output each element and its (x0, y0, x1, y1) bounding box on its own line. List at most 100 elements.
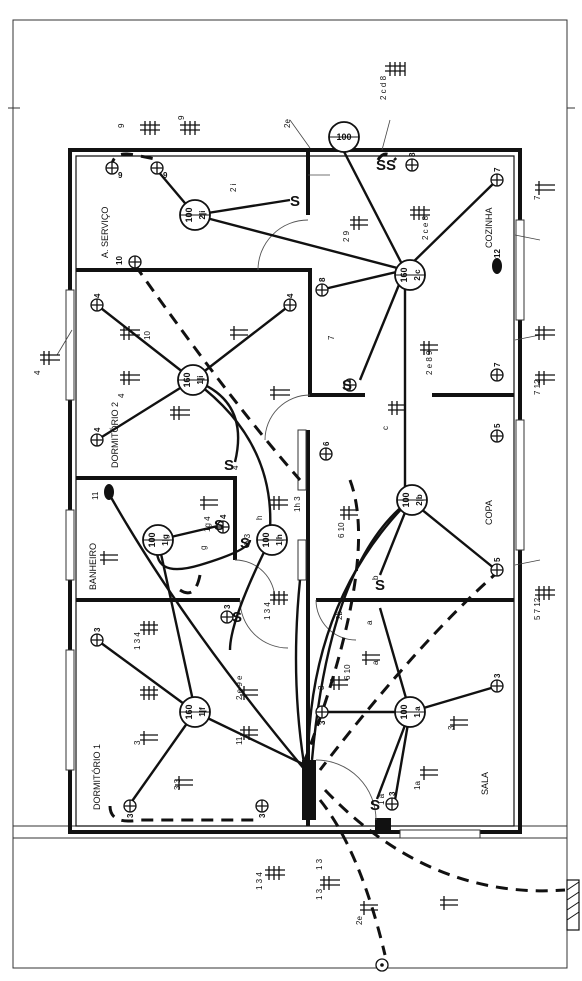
cable-run-label: b (371, 575, 380, 580)
cable-run-label: 1 3 4 (255, 872, 264, 890)
switch-icon: S (224, 457, 234, 474)
outlet-icon (315, 705, 329, 719)
cable-run-label: 1h 3 (293, 496, 302, 512)
room-label-servico: A. SERVIÇO (100, 207, 110, 258)
outlet-number: 8 (318, 277, 327, 282)
cable-run-label: 2b (335, 611, 344, 620)
cable-run-label: 11 (235, 736, 244, 745)
hall-door-leaf (297, 539, 307, 581)
cable-run-label: 4 (33, 370, 42, 375)
cable-run-label: 2 e 8 9 (425, 350, 434, 375)
door-dorm2 (264, 394, 311, 441)
room-label-sala: SALA (480, 772, 490, 795)
cable-run-label: a (365, 620, 374, 625)
special-outlet-icon (104, 484, 114, 500)
lamp-dorm2-icon (177, 364, 209, 396)
cable-run-label: 1 3 (315, 858, 324, 870)
lamp-code: 1|a (413, 706, 422, 718)
lamp-power: 100 (184, 207, 194, 222)
outlet-icon (490, 679, 504, 693)
outlet-number: 8 (408, 152, 417, 157)
window-banheiro (65, 509, 75, 581)
outlets (90, 158, 504, 813)
outlet-icon (90, 433, 104, 447)
switch-icon: S (232, 609, 242, 626)
lamp-hall-icon (256, 524, 288, 556)
lamp-labels: 100 2|i 160 2|c 160 1|i 100 1|g 100 1|h … (147, 132, 424, 720)
cable-run-label: 2 c e 8 (421, 215, 430, 240)
outlet-number: 7 (493, 362, 502, 367)
outlet-icon (319, 447, 333, 461)
outlet-number: 3 (318, 720, 327, 725)
lamp-fixtures (142, 121, 428, 728)
distribution-panel (302, 760, 316, 820)
outlet-number: 5 (493, 557, 502, 562)
cable-run-labels: 9 9 2e 2 c d 8 2 i 2 9 2 c e 8 2 e 8 9 4… (33, 75, 542, 925)
outlet-icon (105, 161, 119, 175)
room-label-dormitorio2: DORMITÓRIO 2 (110, 402, 120, 468)
outlet-number: 3 (258, 813, 267, 818)
solid-wiring (96, 139, 501, 805)
cable-run-label: g (199, 546, 208, 550)
cable-run-label: 4 (231, 465, 240, 470)
outlet-icon (123, 799, 137, 813)
lamp-code: 2|b (415, 494, 424, 506)
lamp-power: 160 (182, 372, 192, 387)
cable-run-label: 7 (533, 195, 542, 200)
lamp-servico-icon (179, 199, 211, 231)
outlet-icon (128, 255, 142, 269)
switch-icon: S (342, 377, 352, 394)
hall-door-leaf (297, 429, 307, 491)
door-banheiro (234, 559, 276, 601)
outlet-icon (220, 610, 234, 624)
front-yard (12, 825, 568, 969)
cable-run-label: 2 9 (342, 230, 351, 242)
cable-run-label: 1a (413, 781, 422, 790)
cable-run-label: 4 (117, 393, 126, 398)
pillar (375, 818, 391, 834)
door-entrance (315, 759, 377, 821)
cable-run-label: 3 (317, 685, 326, 690)
room-label-cozinha: COZINHA (484, 208, 494, 249)
outlet-icon (343, 378, 357, 392)
dashed-wiring (108, 152, 566, 956)
exterior-walls (68, 148, 522, 834)
switches: S SS S S S S S S S (214, 157, 396, 814)
lamp-power: 100 (147, 532, 157, 547)
lamp-power: 160 (184, 704, 194, 719)
switch-icon: SS (376, 157, 396, 174)
wall-servico-dorm2 (76, 268, 312, 395)
outlet-number: 6 (322, 441, 331, 446)
lamp-code: 1|i (196, 376, 205, 385)
lamp-cozinha-icon (394, 259, 426, 291)
switch-icon: S (214, 517, 224, 534)
lamp-power: 100 (399, 704, 409, 719)
lamp-code: 1|h (275, 534, 284, 546)
lamp-code: 2|c (413, 269, 422, 281)
meter-icon-dot (380, 963, 384, 967)
cable-run-label: 6 10 (343, 664, 352, 680)
switch-icon: S (375, 577, 385, 594)
outlet-number: 9 (118, 171, 123, 180)
outlet-number: 3 (93, 627, 102, 632)
wall-dorm2-banheiro (76, 476, 237, 560)
outlet-icon (255, 799, 269, 813)
cable-run-label: 1g 4 (203, 516, 212, 532)
special-outlet-icon (492, 258, 502, 274)
cable-run-label: h (255, 516, 264, 520)
cable-run-label: 2e (355, 916, 364, 925)
window-dorm1 (65, 649, 75, 771)
room-labels: A. SERVIÇO COZINHA DORMITÓRIO 2 BANHEIRO… (88, 207, 494, 810)
lamp-power: 100 (336, 132, 351, 142)
outlet-icon (490, 429, 504, 443)
outlet-icon (315, 283, 329, 297)
cable-run-label: 2e (283, 119, 292, 128)
lamp-banheiro-icon (142, 524, 174, 556)
lamp-power: 160 (399, 267, 409, 282)
outlet-icon (490, 173, 504, 187)
cable-run-label: 3 (133, 740, 142, 745)
cable-run-label: 1 3 (315, 888, 324, 900)
cable-run-label: 1 a (377, 793, 386, 805)
